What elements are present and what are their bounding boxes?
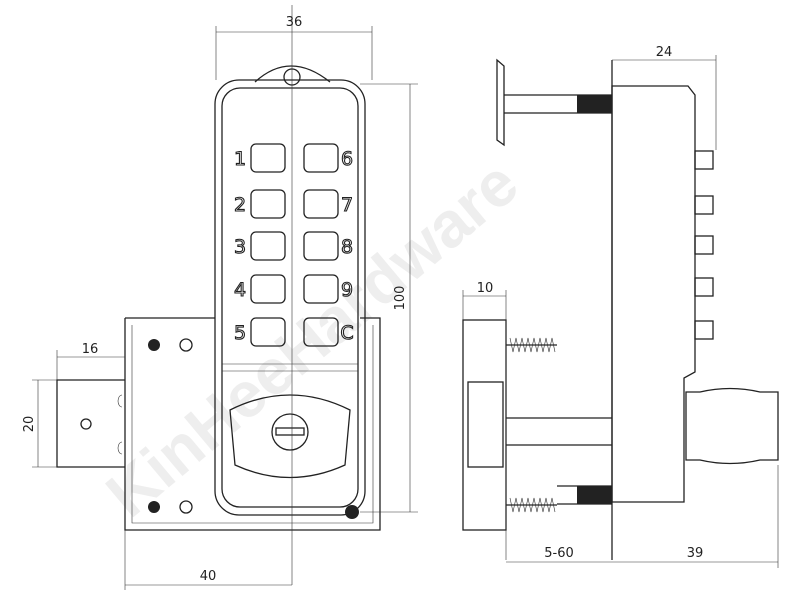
keyway xyxy=(275,427,305,436)
bolt-pin xyxy=(694,150,714,170)
screw-hole xyxy=(148,339,160,351)
dim-side-depth: 24 xyxy=(656,45,673,60)
hole xyxy=(179,500,193,514)
bolt-pin xyxy=(694,277,714,297)
key-button[interactable] xyxy=(303,143,339,173)
inner-knob xyxy=(685,387,779,465)
bolt-pins xyxy=(694,150,714,340)
key-button[interactable] xyxy=(250,231,286,261)
key-label: 4 xyxy=(234,279,246,301)
dim-bolt-length: 16 xyxy=(82,342,99,357)
key-label: 8 xyxy=(341,236,353,258)
side-body xyxy=(611,85,696,503)
bolt-pin xyxy=(694,195,714,215)
bolt-pin xyxy=(694,320,714,340)
dim-rose-thickness: 10 xyxy=(477,281,494,296)
key-button[interactable] xyxy=(250,143,286,173)
key-button[interactable] xyxy=(250,274,286,304)
key-button[interactable] xyxy=(250,317,286,347)
top-knob xyxy=(254,65,331,83)
keypad-body xyxy=(214,79,366,516)
turn-knob xyxy=(467,381,504,468)
key-label: 6 xyxy=(341,148,353,170)
key-cylinder-cover xyxy=(229,394,351,479)
key-label: 9 xyxy=(341,279,353,301)
key-button[interactable] xyxy=(250,189,286,219)
dim-height: 100 xyxy=(393,286,408,311)
key-label: 1 xyxy=(234,148,246,170)
key-cylinder xyxy=(271,413,309,451)
side-dimension-lines: 24 10 5-60 39 xyxy=(462,45,779,568)
key-button[interactable] xyxy=(303,317,339,347)
inner-plate xyxy=(462,319,507,531)
screws xyxy=(506,344,557,506)
dim-bolt-height: 20 xyxy=(22,416,37,433)
key-label: 2 xyxy=(234,194,246,216)
dimension-lines: 36 100 16 20 40 xyxy=(22,15,418,590)
key-label: C xyxy=(340,322,353,344)
outer-rose xyxy=(496,58,505,147)
key-button[interactable] xyxy=(303,274,339,304)
bolt-pin xyxy=(694,235,714,255)
key-label: 3 xyxy=(234,236,246,258)
key-label: 7 xyxy=(341,194,353,216)
dim-width: 36 xyxy=(286,15,303,30)
dim-body-depth: 39 xyxy=(687,546,704,561)
dim-plate-offset: 40 xyxy=(200,569,217,584)
side-view xyxy=(462,58,779,560)
watermark: KinHeeHardware xyxy=(93,146,532,530)
back-plate xyxy=(56,317,381,531)
key-button[interactable] xyxy=(303,231,339,261)
dim-door-thickness: 5-60 xyxy=(544,546,574,561)
key-button[interactable] xyxy=(303,189,339,219)
screw-hole xyxy=(148,501,160,513)
hole xyxy=(179,338,193,352)
key-label: 5 xyxy=(234,322,246,344)
bolt-hole xyxy=(80,418,92,430)
keypad-buttons: 1 6 2 7 3 8 4 9 5 C xyxy=(233,143,354,347)
